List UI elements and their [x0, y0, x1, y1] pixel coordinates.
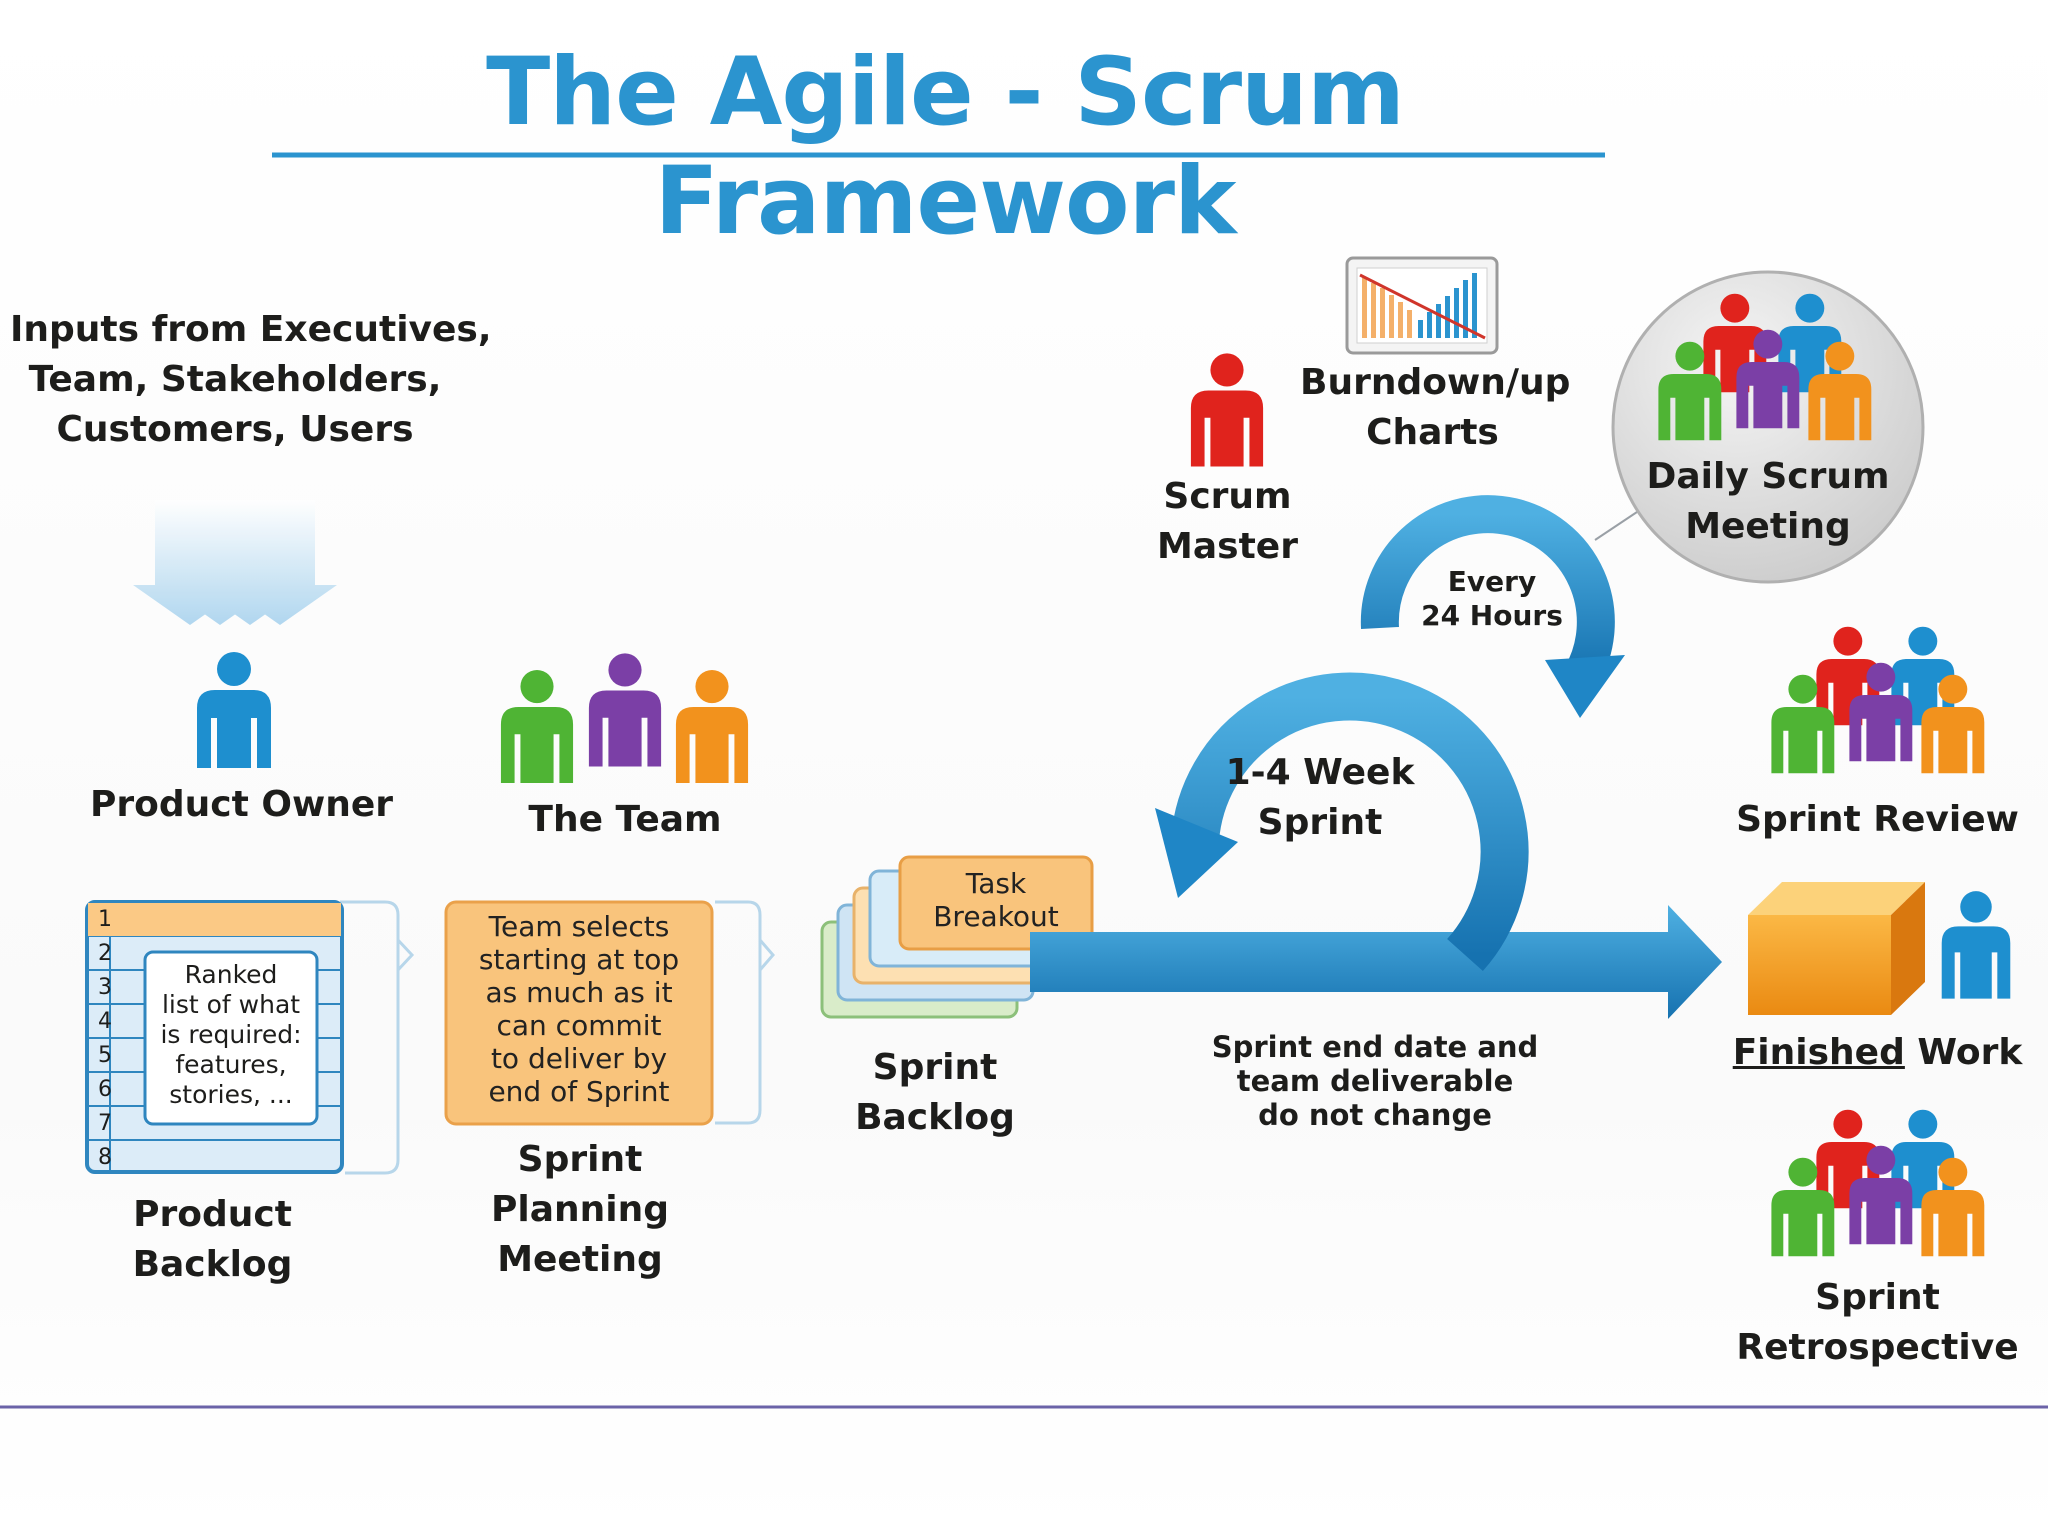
sprint-planning-label-line: Planning — [490, 1189, 669, 1230]
sprint-review-group-icon — [1771, 626, 1985, 774]
burndown-label: Burndown/up Charts — [1300, 358, 1571, 458]
finished-work-person-icon — [1941, 891, 2011, 999]
backlog-note-line: list of what — [161, 990, 301, 1019]
task-breakout-line: Breakout — [933, 900, 1059, 933]
backlog-note-line: is required: — [160, 1020, 302, 1049]
inputs-line-2: Team, Stakeholders, — [28, 359, 442, 400]
backlog-row-numbers: 1 2 3 4 5 6 7 8 — [98, 903, 128, 1175]
sprint-retrospective-label-line: Sprint — [1815, 1277, 1940, 1318]
inputs-label: Inputs from Executives, Team, Stakeholde… — [10, 305, 492, 455]
daily-scrum-label-line: Meeting — [1685, 506, 1851, 547]
product-backlog-note: Ranked list of what is required: feature… — [145, 960, 317, 1110]
finished-work-box-icon — [1748, 882, 1925, 1015]
task-breakout-card: Task Breakout — [900, 867, 1092, 933]
sprint-end-note-line: do not change — [1258, 1098, 1492, 1132]
product-backlog-list — [85, 900, 415, 1175]
scrum-master-label-line: Master — [1157, 526, 1298, 567]
daily-cycle-label: Every 24 Hours — [1412, 565, 1572, 633]
team-member-orange-icon — [675, 669, 749, 783]
sprint-planning-label: Sprint Planning Meeting — [450, 1135, 710, 1285]
sprint-backlog-label-line: Backlog — [855, 1097, 1015, 1138]
daily-scrum-label: Daily Scrum Meeting — [1628, 452, 1908, 552]
daily-scrum-group-icon — [1658, 293, 1872, 441]
sprint-cycle-arrow-icon — [1155, 672, 1529, 971]
page-title: The Agile - Scrum Framework — [486, 38, 1405, 256]
team-member-purple-icon — [588, 653, 662, 767]
sprint-planning-note: Team selects starting at top as much as … — [446, 910, 712, 1108]
sprint-planning-note-line: as much as it — [485, 976, 673, 1009]
sprint-end-note-line: team deliverable — [1236, 1064, 1514, 1098]
task-breakout-line: Task — [965, 867, 1027, 900]
sprint-end-note-line: Sprint end date and — [1211, 1030, 1539, 1064]
finished-work-label: Finished Work — [1730, 1028, 2025, 1078]
daily-cycle-label-line: Every — [1447, 565, 1537, 598]
scrum-master-label-line: Scrum — [1163, 476, 1292, 517]
sprint-retrospective-group-icon — [1771, 1109, 1985, 1257]
burndown-chart-icon — [1345, 256, 1499, 355]
sprint-cycle-label-line: Sprint — [1257, 802, 1383, 843]
sprint-planning-label-line: Sprint — [517, 1139, 643, 1180]
backlog-row-number: 7 — [98, 1111, 112, 1136]
finished-work-word: Finished — [1732, 1032, 1905, 1073]
backlog-row-number: 2 — [98, 941, 112, 966]
daily-scrum-label-line: Daily Scrum — [1646, 456, 1890, 497]
backlog-note-line: features, — [175, 1050, 287, 1079]
product-owner-person-icon — [197, 652, 271, 768]
inputs-line-1: Inputs from Executives, — [10, 309, 492, 350]
sprint-end-note: Sprint end date and team deliverable do … — [1190, 1030, 1560, 1132]
sprint-retrospective-label: Sprint Retrospective — [1730, 1273, 2025, 1373]
backlog-row-number: 6 — [98, 1077, 112, 1102]
sprint-cycle-label-line: 1-4 Week — [1225, 752, 1415, 793]
scrum-master-person-icon — [1190, 353, 1264, 467]
product-owner-label: Product Owner — [90, 784, 394, 825]
daily-cycle-label-line: 24 Hours — [1421, 599, 1563, 632]
team-member-green-icon — [500, 669, 574, 783]
backlog-row-number: 1 — [98, 907, 112, 932]
the-team-label: The Team — [528, 799, 722, 840]
sprint-planning-note-line: Team selects — [488, 910, 670, 943]
sprint-planning-card — [444, 900, 775, 1126]
product-backlog-label-line: Backlog — [132, 1244, 293, 1285]
sprint-planning-label-line: Meeting — [497, 1239, 663, 1280]
burndown-label-line: Charts — [1366, 412, 1499, 453]
sprint-planning-note-line: starting at top — [478, 943, 680, 976]
backlog-note-line: Ranked — [184, 960, 278, 989]
product-backlog-label: Product Backlog — [90, 1190, 335, 1290]
sprint-planning-note-line: end of Sprint — [488, 1075, 670, 1108]
sprint-review-label: Sprint Review — [1736, 799, 2019, 840]
sprint-backlog-label: Sprint Backlog — [830, 1043, 1040, 1143]
scrum-master-label: Scrum Master — [1140, 472, 1315, 572]
sprint-backlog-stack — [820, 855, 1094, 1019]
sprint-backlog-label-line: Sprint — [872, 1047, 998, 1088]
backlog-row-number: 8 — [98, 1145, 112, 1170]
backlog-row-number: 5 — [98, 1043, 112, 1068]
sprint-planning-note-line: to deliver by — [490, 1042, 668, 1075]
sprint-retrospective-label-line: Retrospective — [1736, 1327, 2019, 1368]
sprint-flow-arrow-icon — [1030, 905, 1722, 1019]
inputs-arrow-icon — [133, 500, 337, 625]
daily-cycle-arrow-icon — [1360, 495, 1625, 718]
backlog-row-number: 3 — [98, 975, 112, 1000]
burndown-label-line: Burndown/up — [1300, 362, 1571, 403]
finished-work-word: Work — [1917, 1032, 2023, 1073]
backlog-row-number: 4 — [98, 1009, 112, 1034]
product-backlog-label-line: Product — [133, 1194, 292, 1235]
backlog-note-line: stories, ... — [169, 1080, 293, 1109]
sprint-planning-note-line: can commit — [496, 1009, 662, 1042]
sprint-cycle-label: 1-4 Week Sprint — [1220, 748, 1420, 848]
inputs-line-3: Customers, Users — [56, 409, 414, 450]
